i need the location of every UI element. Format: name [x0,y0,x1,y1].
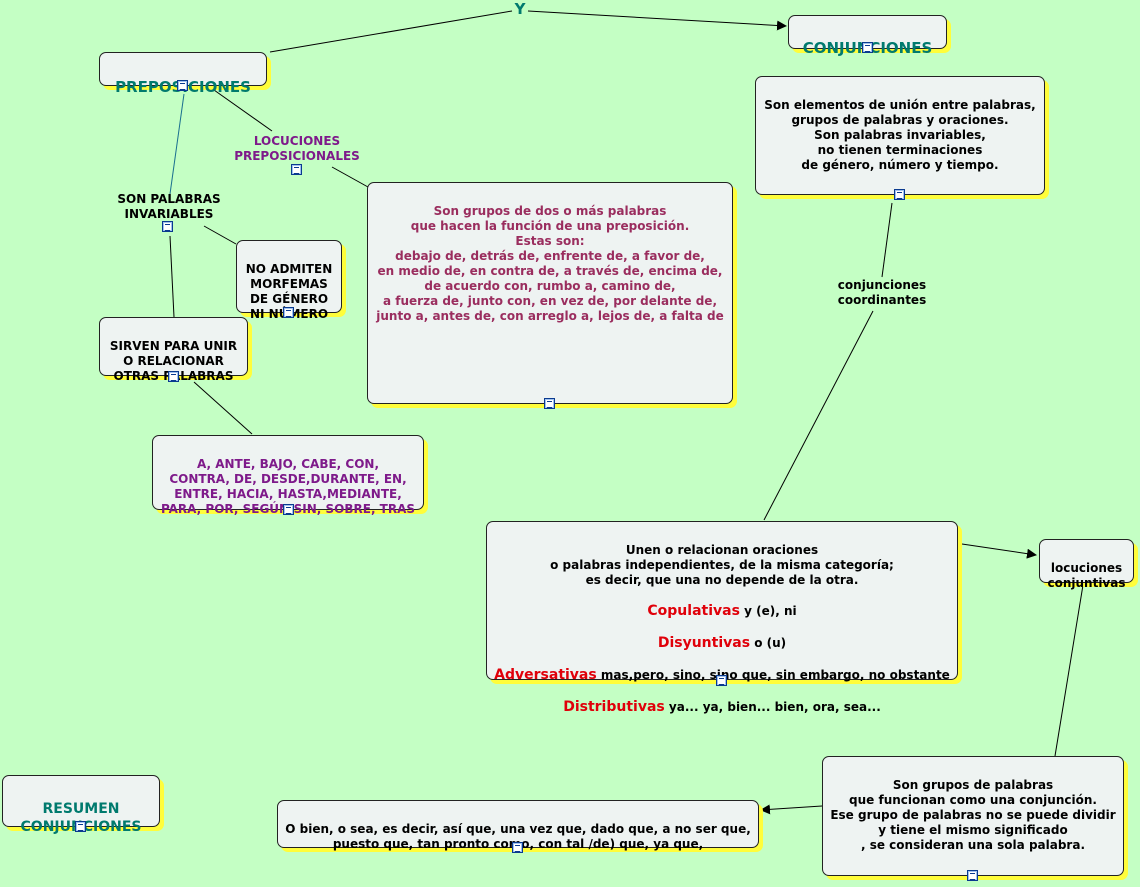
note-icon[interactable] [75,821,86,832]
locuciones-conjuntivas-text: locuciones conjuntivas [1047,561,1126,590]
link-invariables-noadmiten [203,225,237,245]
link-invariables-sirven [169,235,175,318]
lista-preposiciones-text: A, ANTE, BAJO, CABE, CON, CONTRA, DE, DE… [160,457,416,516]
no-admiten-morfemas-node[interactable]: NO ADMITEN MORFEMAS DE GÉNERO NI NÚMERO [236,240,342,321]
lista-preposiciones-node[interactable]: A, ANTE, BAJO, CABE, CON, CONTRA, DE, DE… [152,435,424,516]
sirven-para-unir-node[interactable]: SIRVEN PARA UNIR O RELACIONAR OTRAS PALA… [99,317,248,383]
link-sirven-lista [193,381,253,435]
note-icon[interactable] [544,398,555,409]
note-icon[interactable] [168,371,179,382]
copulativas-text: y (e), ni [739,604,797,618]
disyuntivas-text: o (u) [750,636,787,650]
adversativas-text: mas,pero, sino, sino que, sin embargo, n… [596,668,950,682]
note-icon[interactable] [894,189,905,200]
copulativas-label: Copulativas [647,603,740,619]
conjunciones-definicion-node[interactable]: Son elementos de unión entre palabras, g… [755,76,1045,195]
adversativas-row: Adversativas mas,pero, sino, sino que, s… [491,667,953,684]
locuciones-conjuntivas-definicion-node[interactable]: Son grupos de palabras que funcionan com… [822,756,1124,876]
ejemplos-locuciones-text: O bien, o sea, es decir, así que, una ve… [285,822,751,851]
copulativas-row: Copulativas y (e), ni [491,603,953,620]
son-palabras-invariables-label: SON PALABRAS INVARIABLES [117,192,221,221]
resumen-conjunciones-node[interactable]: RESUMEN CONJUNCIONES [2,775,160,835]
note-icon[interactable] [967,870,978,881]
note-icon[interactable] [512,842,523,853]
link-coordinantes-box [763,310,874,521]
link-y-conjunciones [527,10,787,31]
disyuntivas-row: Disyuntivas o (u) [491,635,953,652]
distributivas-row: Distributivas ya... ya, bien... bien, or… [491,699,953,716]
link-preposiciones-invariables [169,93,185,195]
sirven-para-unir-text: SIRVEN PARA UNIR O RELACIONAR OTRAS PALA… [109,339,238,383]
locuciones-preposicionales-label: LOCUCIONES PREPOSICIONALES [234,134,360,163]
note-icon[interactable] [291,164,302,175]
locuciones-preposicionales-text: Son grupos de dos o más palabras que hac… [376,204,724,323]
note-icon[interactable] [283,307,294,318]
conjunciones-coordinantes-label: conjunciones coordinantes [837,278,927,307]
locuciones-conjuntivas-definicion-text: Son grupos de palabras que funcionan com… [830,778,1116,852]
link-preposiciones-y [269,10,513,53]
note-icon[interactable] [162,221,173,232]
center-y-label: Y [514,0,526,18]
distributivas-text: ya... ya, bien... bien, ora, sea... [664,700,881,714]
link-locuciones-texto [331,166,369,188]
note-icon[interactable] [177,80,188,91]
adversativas-label: Adversativas [494,667,597,683]
coordinantes-intro: Unen o relacionan oraciones o palabras i… [550,543,894,587]
conjunciones-definicion-text: Son elementos de unión entre palabras, g… [764,98,1036,172]
locuciones-preposicionales-box[interactable]: Son grupos de dos o más palabras que hac… [367,182,733,404]
link-box-locuciones [961,543,1037,559]
conjunciones-coordinantes-box[interactable]: Unen o relacionan oraciones o palabras i… [486,521,958,715]
link-locuciones-def [1054,584,1084,757]
distributivas-label: Distributivas [563,699,665,715]
link-preposiciones-locuciones [213,89,273,132]
note-icon[interactable] [862,42,873,53]
link-def-ejemplos [760,804,823,815]
no-admiten-morfemas-text: NO ADMITEN MORFEMAS DE GÉNERO NI NÚMERO [245,262,333,321]
link-conjunciones-coordinantes [881,202,893,278]
note-icon[interactable] [716,675,727,686]
ejemplos-locuciones-node[interactable]: O bien, o sea, es decir, así que, una ve… [277,800,759,851]
locuciones-conjuntivas-node[interactable]: locuciones conjuntivas [1039,539,1134,590]
disyuntivas-label: Disyuntivas [657,635,751,651]
note-icon[interactable] [283,504,294,515]
